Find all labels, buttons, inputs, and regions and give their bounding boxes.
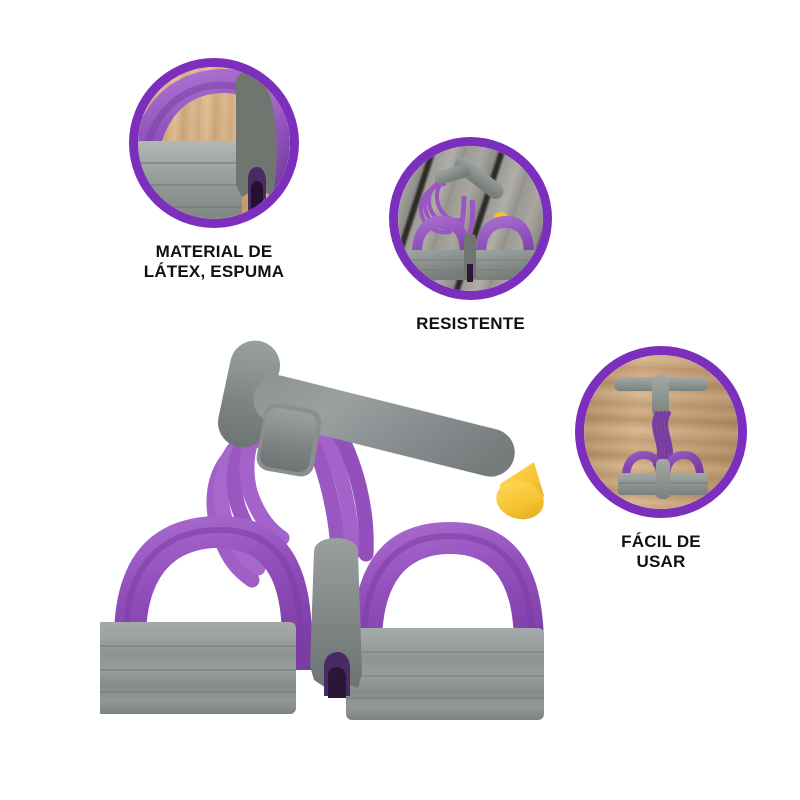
feature-resistente-label: RESISTENTE xyxy=(416,314,525,333)
feature-resistente-photo xyxy=(398,146,543,291)
resistente-product-illustration xyxy=(408,157,536,282)
left-pedal-foam-bar xyxy=(96,622,296,714)
yellow-end-cap-face xyxy=(496,480,544,520)
feature-resistente-circle xyxy=(389,137,552,300)
feature-facil: FÁCIL DE USAR xyxy=(575,346,747,571)
feature-resistente: RESISTENTE xyxy=(389,137,552,334)
right-pedal-foam-bar xyxy=(346,628,544,720)
feature-material-circle xyxy=(129,58,299,228)
feature-material-photo xyxy=(138,67,290,219)
tube-collar xyxy=(256,403,322,477)
feature-material-label: MATERIAL DE LÁTEX, ESPUMA xyxy=(143,242,285,281)
main-product-illustration xyxy=(96,340,544,720)
main-product-image xyxy=(96,340,570,750)
center-foam-grip xyxy=(310,538,362,698)
feature-facil-photo xyxy=(584,355,738,509)
material-closeup-illustration xyxy=(138,67,290,219)
facil-product-illustration xyxy=(614,375,708,499)
feature-facil-circle xyxy=(575,346,747,518)
feature-material: MATERIAL DE LÁTEX, ESPUMA xyxy=(129,58,299,281)
left-foot-pedal xyxy=(96,516,312,714)
right-foot-pedal xyxy=(346,522,544,720)
t-handle-bar xyxy=(253,375,544,520)
feature-facil-label: FÁCIL DE USAR xyxy=(621,532,701,571)
